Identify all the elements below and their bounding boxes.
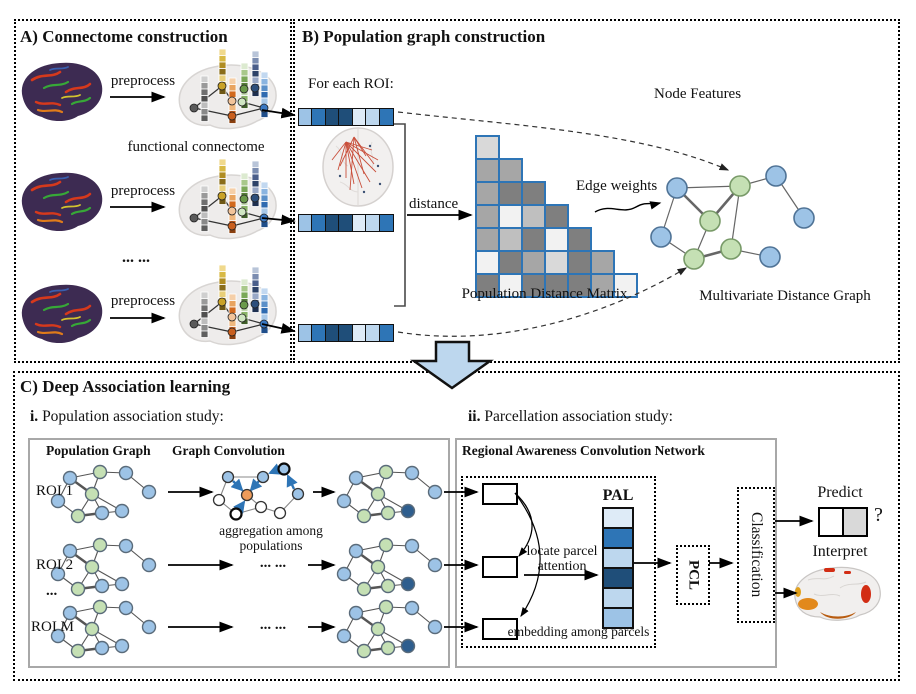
matrix-cell [475, 250, 500, 275]
matrix-cell [498, 250, 523, 275]
preprocess-label-3: preprocess [110, 293, 176, 309]
panel-a-border [14, 19, 292, 363]
for-each-roi-label: For each ROI: [308, 76, 394, 92]
matrix-cell [498, 158, 523, 183]
question-mark: ? [874, 504, 883, 526]
pal-column [602, 507, 634, 629]
mid-ellipsis-row3: ... ... [259, 617, 287, 633]
locate-parcel-label-line2: attention [537, 559, 587, 574]
roi2-label: ROI 2 [36, 557, 74, 573]
matrix-cell [567, 227, 592, 252]
matrix-cell [544, 250, 569, 275]
matrix-cell [521, 250, 546, 275]
parcel-node-box-3 [482, 618, 518, 640]
embedding-label: embedding among parcels [507, 624, 650, 639]
matrix-row [475, 204, 638, 229]
cell [378, 324, 394, 342]
aggregation-label-line2: populations [239, 538, 303, 553]
pcl-label: PCL [685, 560, 702, 590]
matrix-cell [521, 227, 546, 252]
matrix-cell [475, 158, 500, 183]
pcl-box: PCL [676, 545, 710, 605]
ellipsis-panel-a: ... ... [122, 249, 150, 266]
matrix-cell [498, 181, 523, 206]
population-study-box [28, 438, 450, 668]
preprocess-label-1: preprocess [110, 73, 176, 89]
mdg-label: Multivariate Distance Graph [699, 288, 871, 304]
matrix-cell [498, 227, 523, 252]
classification-box: Classification [737, 487, 775, 623]
cell [820, 509, 842, 535]
cell [602, 507, 634, 529]
node-features-label: Node Features [654, 86, 742, 102]
cell [602, 587, 634, 609]
matrix-row [475, 135, 638, 160]
matrix-cell [475, 135, 500, 160]
roi-feature-vector-1 [297, 108, 394, 126]
population-distance-matrix [475, 135, 638, 298]
racn-title: Regional Awareness Convolution Network [462, 443, 705, 458]
panel-b-border [293, 19, 900, 363]
pal-label: PAL [602, 487, 634, 504]
panel-c-title: C) Deep Association learning [20, 377, 231, 396]
parcel-node-box-2 [482, 556, 518, 578]
population-graph-header: Population Graph [46, 443, 151, 458]
roi1-label: ROI 1 [36, 483, 74, 499]
predict-output-box [818, 507, 868, 537]
matrix-cell [544, 204, 569, 229]
preprocess-label-2: preprocess [110, 183, 176, 199]
subheading-i-text: Population association study: [38, 408, 224, 425]
cell [602, 607, 634, 629]
locate-parcel-label-line1: locate parcel [526, 544, 598, 559]
matrix-cell [475, 227, 500, 252]
subheading-i: i. Population association study: [30, 408, 224, 425]
matrix-label: Population Distance Matrix [461, 286, 628, 302]
edge-weights-label: Edge weights [576, 178, 658, 194]
cell [378, 108, 394, 126]
predict-label: Predict [817, 484, 863, 501]
matrix-cell [521, 181, 546, 206]
matrix-row [475, 227, 638, 252]
functional-connectome-label: functional connectome [127, 139, 265, 155]
subheading-i-num: i. [30, 408, 39, 425]
distance-label: distance [409, 196, 459, 212]
roi-feature-vector-3 [297, 324, 394, 342]
graph-convolution-header: Graph Convolution [172, 443, 285, 458]
interpret-label: Interpret [812, 543, 868, 560]
subheading-ii-num: ii. [468, 408, 481, 425]
matrix-cell [544, 227, 569, 252]
matrix-cell [475, 204, 500, 229]
cell [602, 547, 634, 569]
racn-inner-box [461, 476, 656, 648]
roi-ellipsis: ... [46, 583, 58, 599]
matrix-cell [475, 181, 500, 206]
panel-b-title: B) Population graph construction [302, 27, 546, 46]
matrix-cell [498, 204, 523, 229]
parcel-node-box-1 [482, 483, 518, 505]
roim-label: ROI M [31, 619, 74, 635]
cell [378, 214, 394, 232]
mid-ellipsis-row2: ... ... [259, 555, 287, 571]
aggregation-label-line1: aggregation among [219, 523, 323, 538]
subheading-ii: ii. Parcellation association study: [468, 408, 673, 425]
subheading-ii-text: Parcellation association study: [480, 408, 673, 425]
cell [602, 567, 634, 589]
parcellation-study-box [455, 438, 777, 668]
matrix-cell [590, 250, 615, 275]
matrix-cell [567, 250, 592, 275]
cell [602, 527, 634, 549]
matrix-cell [521, 204, 546, 229]
matrix-row [475, 250, 638, 275]
cell [842, 509, 866, 535]
roi-feature-vector-2 [297, 214, 394, 232]
classification-label: Classification [748, 512, 765, 598]
panel-a-title: A) Connectome construction [20, 27, 228, 46]
